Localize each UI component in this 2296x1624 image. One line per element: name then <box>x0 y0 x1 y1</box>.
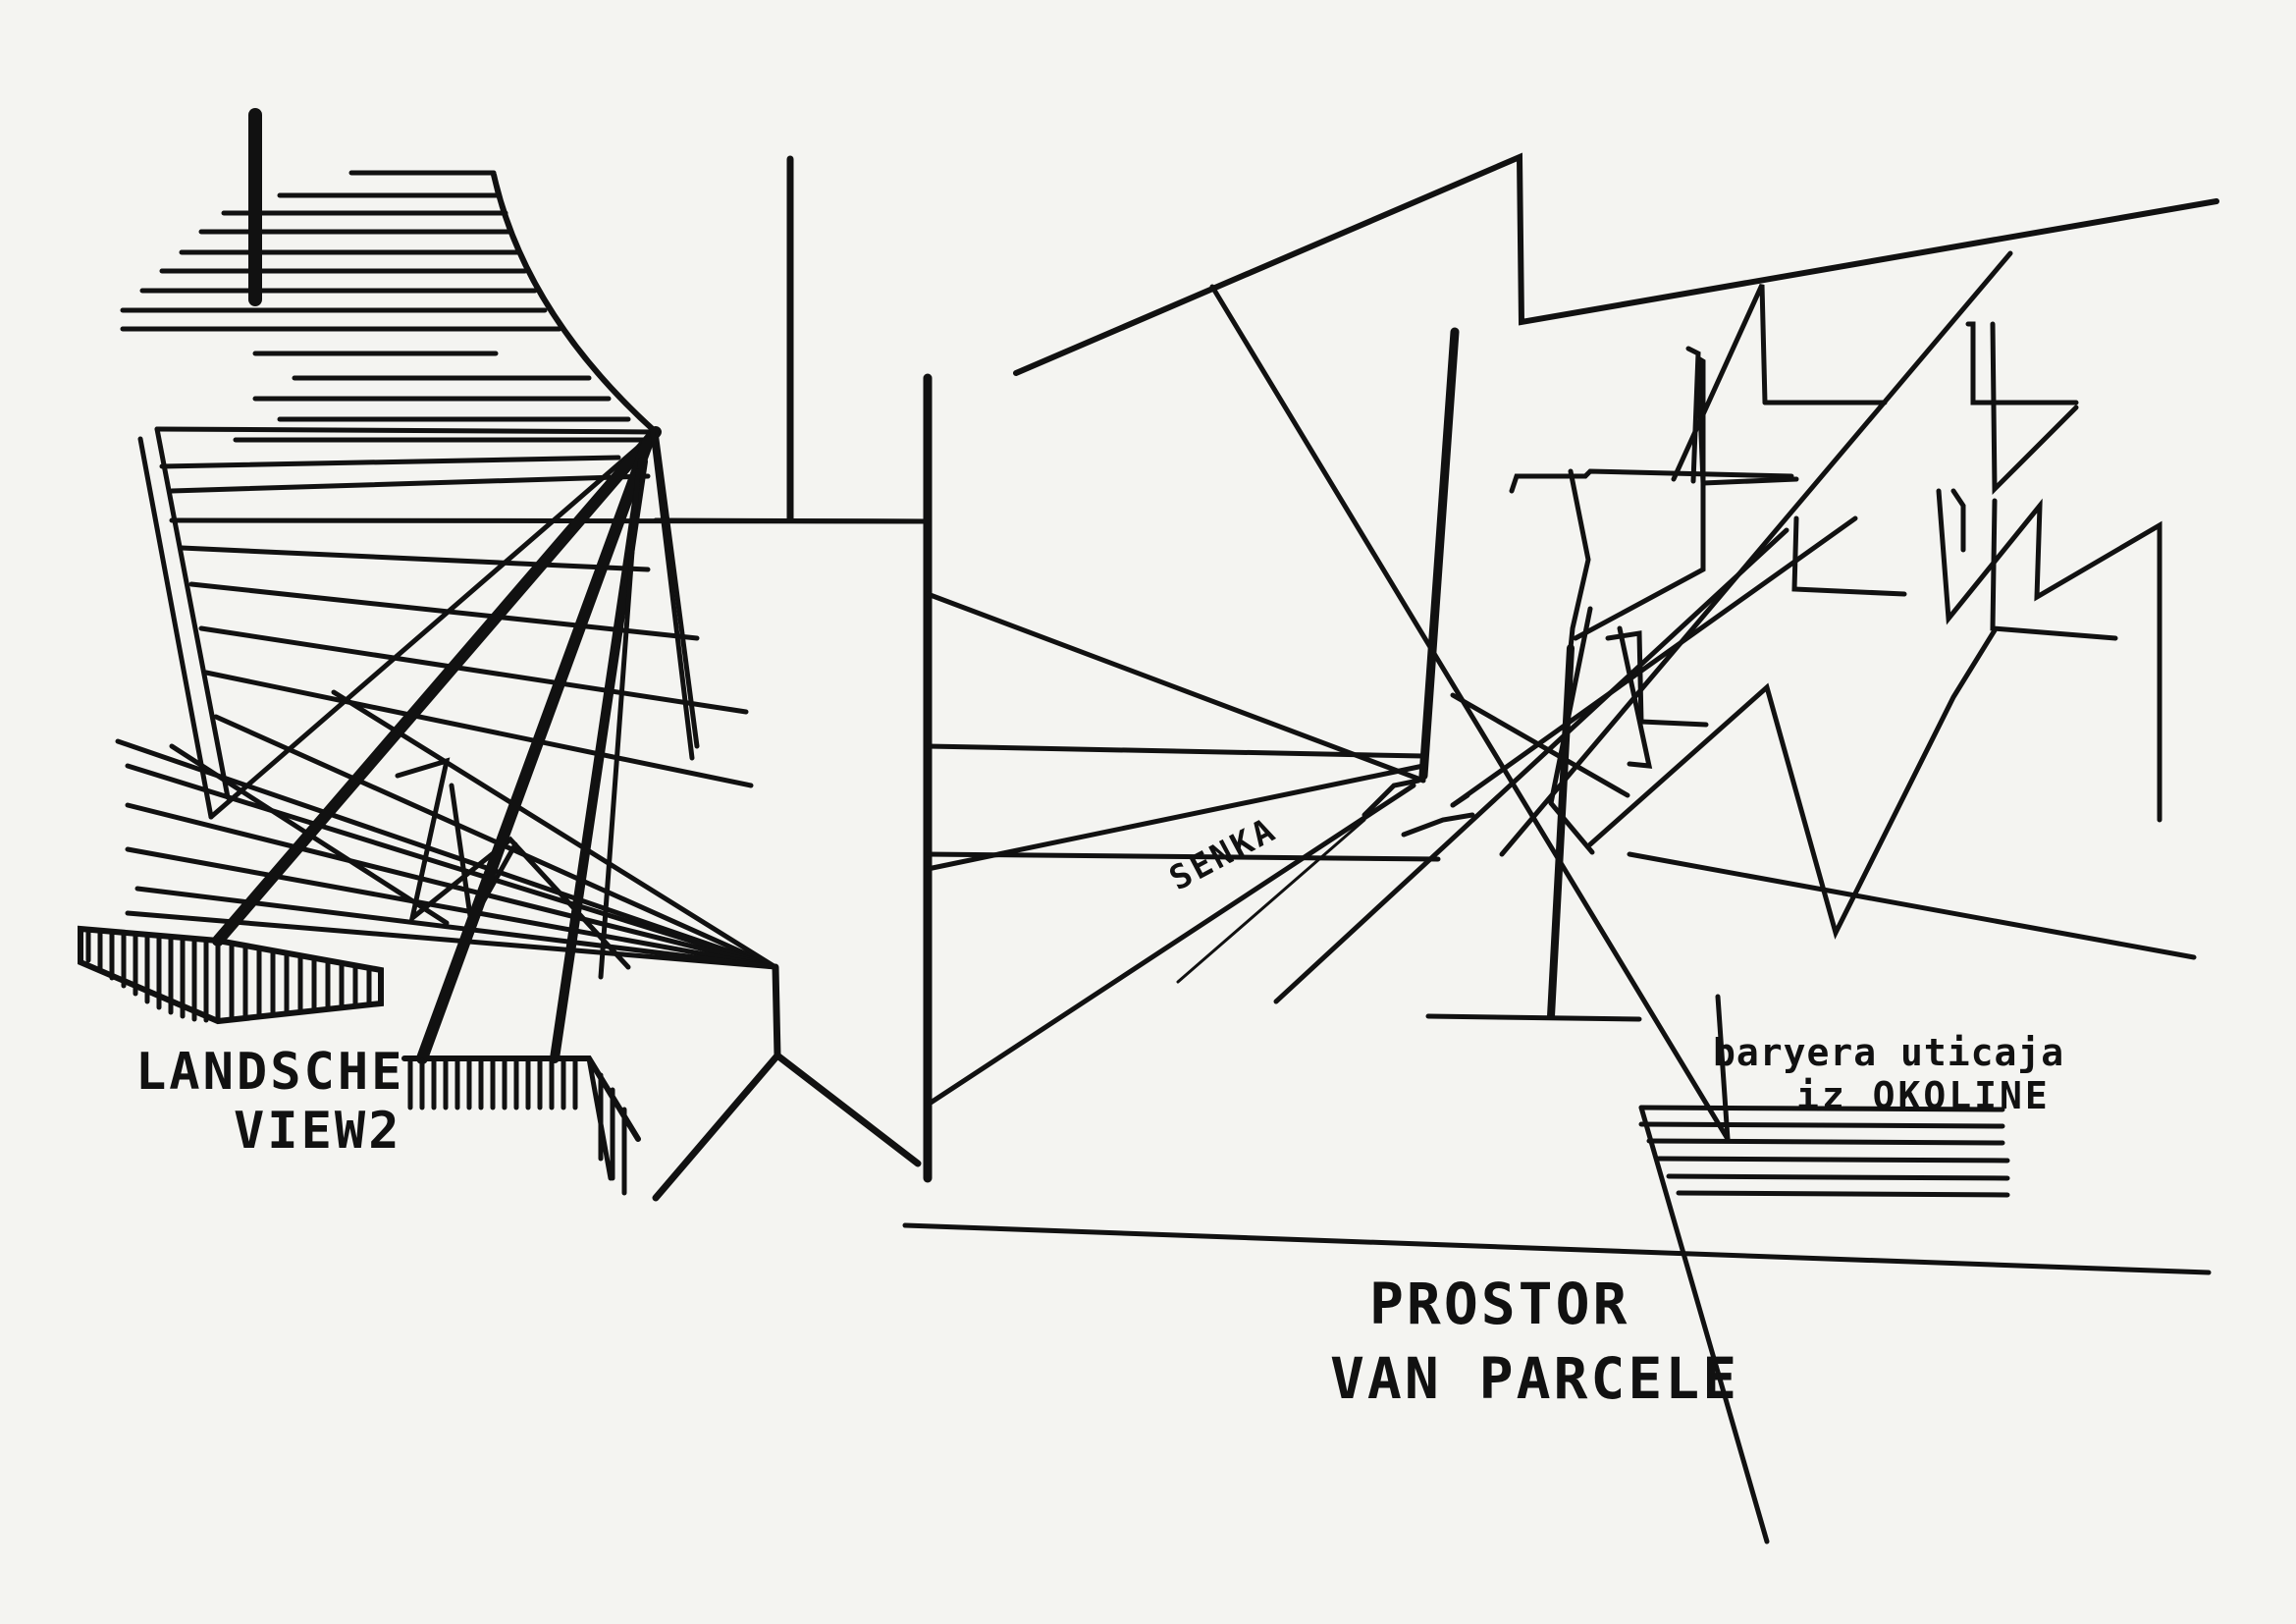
left-landscape-group <box>115 108 931 1064</box>
space-outside-parcel-label: PROSTOR VAN PARCELE <box>1330 1267 1739 1416</box>
barrier-label-line1: baryera uticaja <box>1713 1031 2065 1074</box>
central-building <box>652 155 933 1202</box>
landscape-view-label: LANDSCHE VIEW2 <box>135 1043 404 1161</box>
space-label-line2: VAN PARCELE <box>1330 1345 1740 1412</box>
space-label-line1: PROSTOR <box>1369 1271 1630 1337</box>
barrier-label: baryera uticaja iz OKOLINE <box>1713 1031 2064 1117</box>
hatched-platform-left <box>78 925 384 1025</box>
landscape-view-label-line2: VIEW2 <box>234 1102 402 1161</box>
barrier-label-line2: iz OKOLINE <box>1796 1074 2051 1117</box>
landscape-view-label-line1: LANDSCHE <box>135 1043 405 1102</box>
senka-shadow-line <box>1176 818 1366 984</box>
ground-line <box>902 1222 2212 1275</box>
right-composition <box>925 152 2219 1142</box>
hatched-barrier <box>1638 1105 2010 1544</box>
hatched-platform-center <box>401 1056 641 1196</box>
